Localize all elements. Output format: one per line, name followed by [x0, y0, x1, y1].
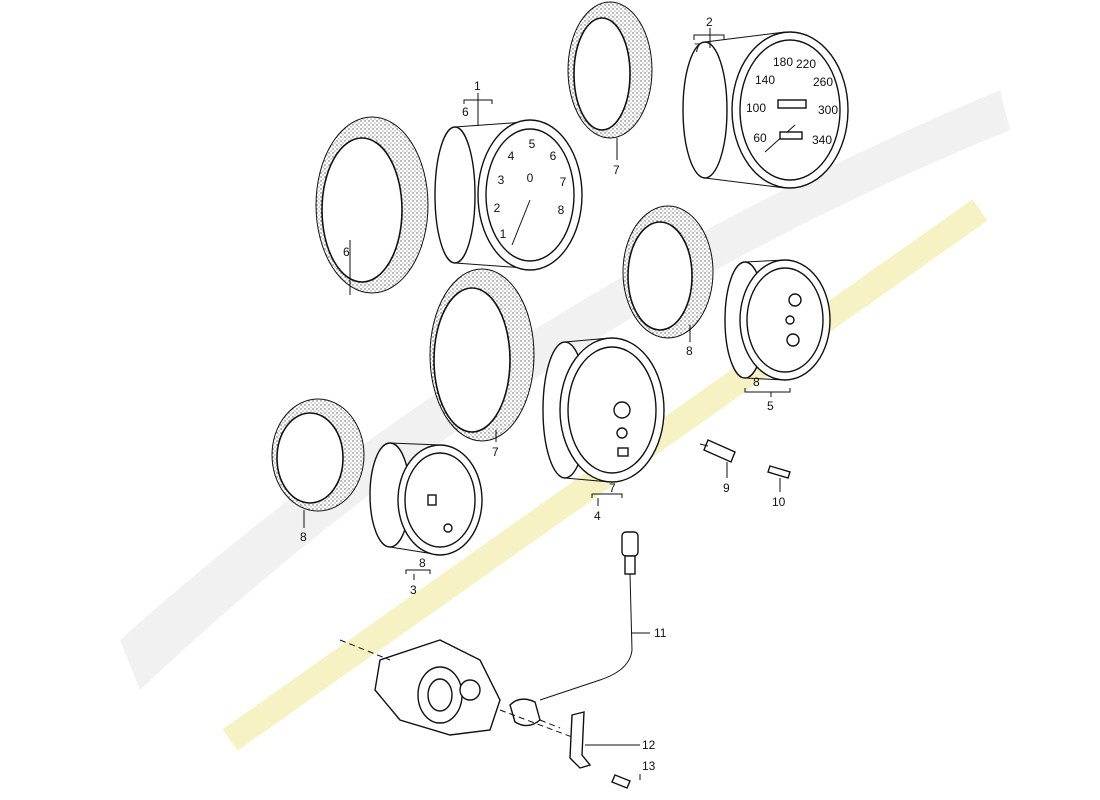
svg-text:260: 260: [813, 75, 833, 89]
bulb-part-10: 10: [767, 465, 791, 509]
screw-part-13: 13: [611, 759, 656, 789]
callout-6: 6: [343, 245, 350, 259]
callout-13: 13: [642, 759, 656, 773]
callout-1-sub: 6: [462, 105, 469, 119]
callout-11: 11: [654, 626, 667, 640]
small-gauge-left: 8 3: [369, 442, 483, 597]
svg-text:6: 6: [550, 149, 557, 163]
bezel-ring-8-right: 8: [622, 205, 714, 358]
center-gauge: 7 4: [542, 337, 665, 523]
svg-text:3: 3: [498, 173, 505, 187]
svg-text:4: 4: [508, 149, 515, 163]
callout-12: 12: [642, 738, 656, 752]
svg-text:8: 8: [558, 203, 565, 217]
callout-8b: 8: [300, 530, 307, 544]
callout-8: 8: [686, 344, 693, 358]
drive-housing: [339, 639, 581, 741]
svg-text:140: 140: [755, 73, 775, 87]
callout-9: 9: [723, 481, 730, 495]
bezel-ring-7-center: 7: [429, 268, 535, 459]
callout-3-sub: 8: [419, 556, 426, 570]
svg-text:60: 60: [753, 131, 767, 145]
speedometer-cable-11: 11: [509, 531, 667, 727]
callout-2-sub: 7: [694, 41, 701, 55]
bezel-ring-7-top: 7: [567, 1, 653, 177]
svg-text:220: 220: [796, 57, 816, 71]
svg-text:180: 180: [773, 55, 793, 69]
svg-text:1: 1: [500, 227, 507, 241]
svg-text:100: 100: [746, 101, 766, 115]
callout-4: 4: [594, 509, 601, 523]
callout-2: 2: [706, 15, 713, 29]
svg-text:0: 0: [527, 171, 534, 185]
callout-1: 1: [474, 79, 481, 93]
callout-4-sub: 7: [609, 481, 616, 495]
callout-5-sub: 8: [753, 375, 760, 389]
callout-10: 10: [772, 495, 786, 509]
bracket-part-12: 12: [569, 711, 656, 769]
callout-5: 5: [767, 399, 774, 413]
tachometer-gauge: 1 2 3 4 5 6 7 8 0 1 6: [434, 79, 583, 271]
sender-part-9: 9: [699, 439, 736, 495]
callout-7: 7: [613, 163, 620, 177]
callout-3: 3: [410, 583, 417, 597]
svg-text:340: 340: [812, 133, 832, 147]
svg-text:2: 2: [494, 201, 501, 215]
speedometer-gauge: 60 100 140 180 220 260 300 340 2 7: [682, 15, 849, 189]
callout-7b: 7: [492, 445, 499, 459]
small-gauge-right: 8 5: [724, 259, 831, 413]
bezel-ring-8-left: 8: [271, 398, 365, 544]
svg-text:300: 300: [818, 103, 838, 117]
svg-text:7: 7: [560, 175, 567, 189]
svg-text:5: 5: [529, 137, 536, 151]
bezel-ring-6: 6: [315, 116, 429, 295]
